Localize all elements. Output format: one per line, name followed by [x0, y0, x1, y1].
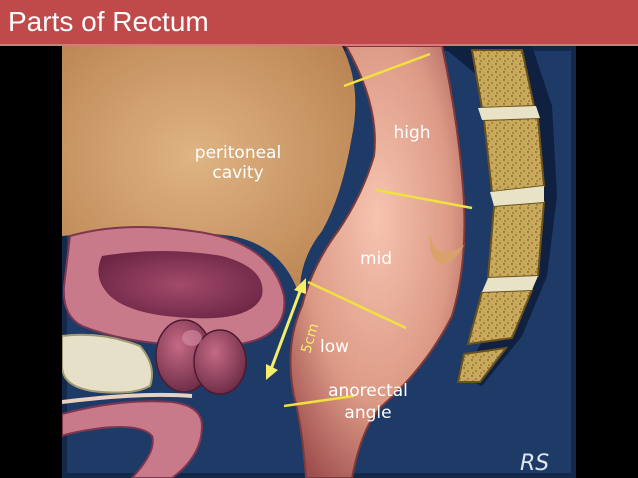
sacral-vertebrae [456, 49, 546, 383]
label-angle: angle [344, 403, 391, 423]
rectum-diagram: peritoneal cavity high mid low anorectal… [62, 46, 576, 478]
label-low: low [320, 337, 349, 357]
label-mid: mid [360, 249, 392, 269]
bladder-lumen [98, 251, 263, 319]
pubic-bone [62, 333, 153, 394]
label-peritoneal: peritoneal [195, 143, 281, 163]
rectum-shape [289, 46, 466, 478]
divider-top-high [343, 52, 431, 88]
label-anorectal: anorectal [328, 381, 408, 401]
peritoneal-fold [429, 234, 466, 264]
divider-low-anorectal [283, 394, 355, 408]
section-dividers [283, 52, 473, 408]
label-high: high [393, 123, 430, 143]
five-cm-arrow [266, 278, 306, 380]
divider-high-mid [375, 188, 473, 210]
title-bar: Parts of Rectum [0, 0, 638, 46]
label-cavity: cavity [212, 163, 263, 183]
prostate [155, 319, 247, 395]
divider-mid-low [307, 280, 407, 330]
slide-title: Parts of Rectum [8, 6, 209, 37]
perineal-skin [62, 392, 193, 404]
signature-rs: RS [520, 451, 549, 476]
